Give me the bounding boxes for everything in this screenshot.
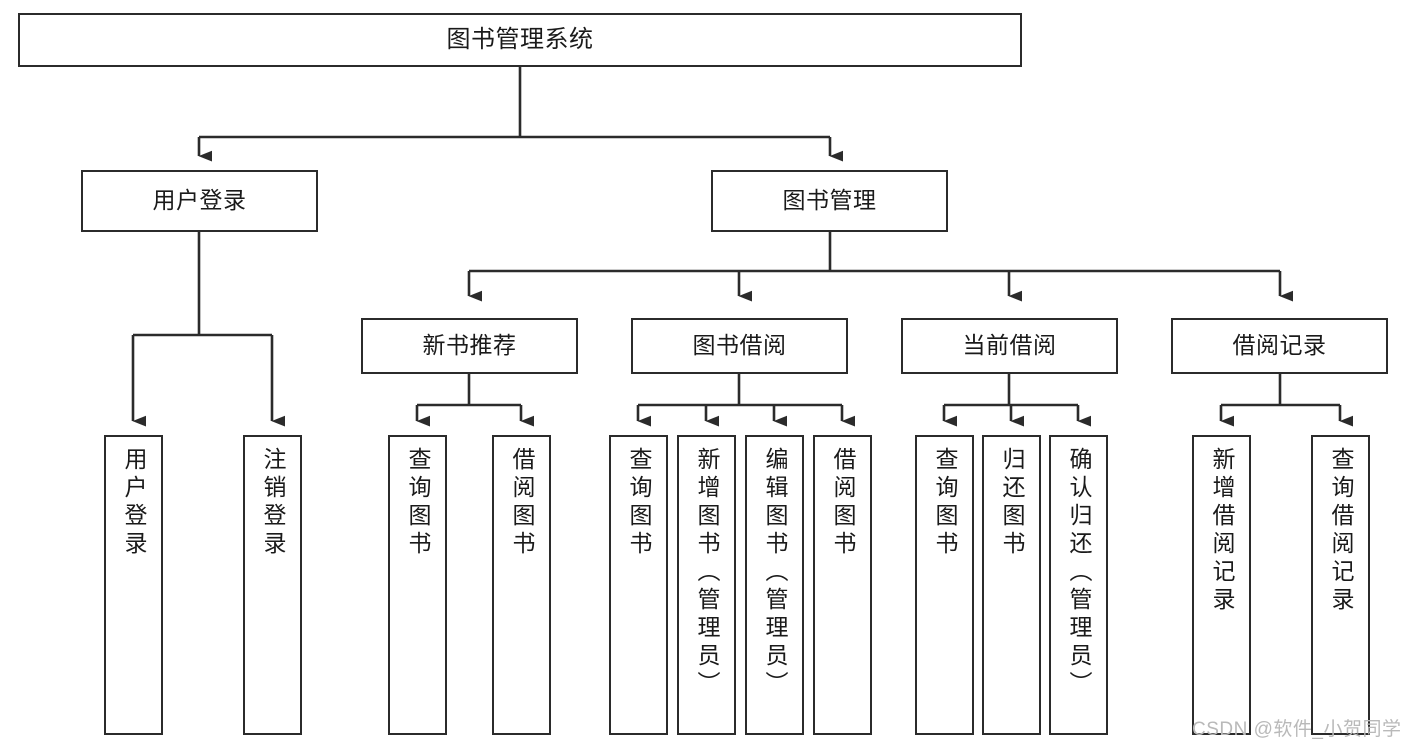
- node-leaf-logout-login[interactable]: 注销登录: [243, 435, 302, 735]
- node-leaf-confirm-return-admin[interactable]: 确认归还（管理员）: [1049, 435, 1108, 735]
- node-leaf-query-book-2[interactable]: 查询图书: [609, 435, 668, 735]
- node-leaf-borrow-book-1[interactable]: 借阅图书: [492, 435, 551, 735]
- node-leaf-add-borrow-record-label: 新增借阅记录: [1209, 447, 1235, 615]
- node-root-label: 图书管理系统: [446, 25, 594, 53]
- node-leaf-confirm-return-admin-label: 确认归还（管理员）: [1066, 447, 1092, 699]
- node-user-login[interactable]: 用户登录: [81, 170, 318, 232]
- node-borrow-record[interactable]: 借阅记录: [1171, 318, 1388, 374]
- node-leaf-add-book-admin[interactable]: 新增图书（管理员）: [677, 435, 736, 735]
- node-leaf-edit-book-admin-label: 编辑图书（管理员）: [762, 447, 788, 699]
- node-book-borrow-label: 图书借阅: [692, 332, 787, 359]
- node-leaf-add-book-admin-label: 新增图书（管理员）: [694, 447, 720, 699]
- node-leaf-borrow-book-1-label: 借阅图书: [509, 447, 535, 559]
- node-user-login-label: 用户登录: [152, 187, 247, 214]
- node-leaf-query-borrow-record[interactable]: 查询借阅记录: [1311, 435, 1370, 735]
- node-leaf-user-login-label: 用户登录: [121, 447, 147, 559]
- node-leaf-query-book-3[interactable]: 查询图书: [915, 435, 974, 735]
- node-leaf-query-book-1-label: 查询图书: [405, 447, 431, 559]
- node-new-book-recommend[interactable]: 新书推荐: [361, 318, 578, 374]
- node-leaf-edit-book-admin[interactable]: 编辑图书（管理员）: [745, 435, 804, 735]
- node-leaf-return-book[interactable]: 归还图书: [982, 435, 1041, 735]
- node-new-book-recommend-label: 新书推荐: [422, 332, 517, 359]
- node-leaf-query-borrow-record-label: 查询借阅记录: [1328, 447, 1354, 615]
- node-leaf-query-book-2-label: 查询图书: [626, 447, 652, 559]
- node-leaf-user-login[interactable]: 用户登录: [104, 435, 163, 735]
- node-leaf-logout-login-label: 注销登录: [260, 447, 286, 559]
- node-leaf-query-book-3-label: 查询图书: [932, 447, 958, 559]
- node-root[interactable]: 图书管理系统: [18, 13, 1022, 67]
- node-book-borrow[interactable]: 图书借阅: [631, 318, 848, 374]
- node-book-management[interactable]: 图书管理: [711, 170, 948, 232]
- node-leaf-add-borrow-record[interactable]: 新增借阅记录: [1192, 435, 1251, 735]
- node-leaf-borrow-book-2[interactable]: 借阅图书: [813, 435, 872, 735]
- node-borrow-record-label: 借阅记录: [1232, 332, 1327, 359]
- node-leaf-return-book-label: 归还图书: [999, 447, 1025, 559]
- node-current-borrow-label: 当前借阅: [962, 332, 1057, 359]
- node-leaf-query-book-1[interactable]: 查询图书: [388, 435, 447, 735]
- node-book-management-label: 图书管理: [782, 187, 877, 214]
- node-current-borrow[interactable]: 当前借阅: [901, 318, 1118, 374]
- node-leaf-borrow-book-2-label: 借阅图书: [830, 447, 856, 559]
